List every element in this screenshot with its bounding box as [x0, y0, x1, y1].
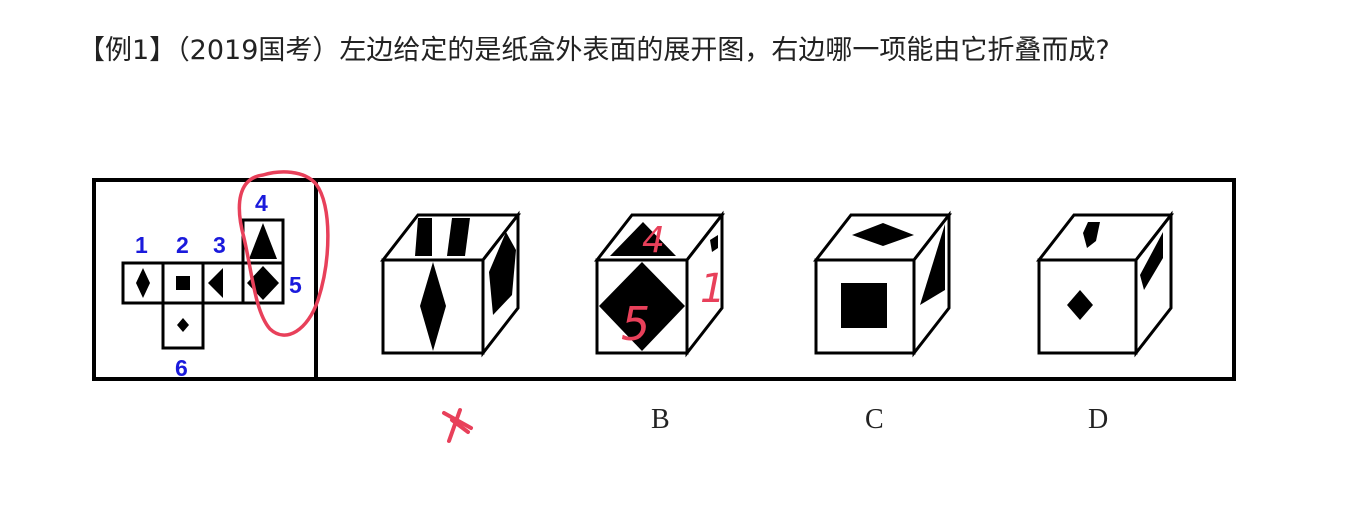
cube-b-right-sliver: [710, 235, 718, 252]
annotation-loop: [237, 170, 330, 337]
net-face-3-triangle: [208, 268, 223, 298]
face-number-2: 2: [176, 232, 189, 258]
cube-a-top-band: [447, 218, 470, 256]
net-face-1-diamond: [136, 268, 150, 298]
cube-a-front-diamond: [420, 262, 446, 351]
net-face-2-square: [176, 276, 190, 290]
net-face-6-diamond: [177, 318, 189, 332]
cube-d: [1035, 210, 1175, 358]
ink-mark-4: 4: [642, 220, 665, 261]
cube-a-top-triangle-left: [415, 218, 432, 256]
cube-a: [379, 210, 522, 358]
option-a-cross-mark: [442, 408, 473, 443]
cube-b-ink-marks: 4 1 5: [621, 220, 725, 351]
option-label-c[interactable]: C: [865, 404, 884, 435]
cube-a-right-shape: [489, 232, 516, 315]
option-label-b[interactable]: B: [651, 404, 670, 435]
cube-d-front-diamond: [1067, 290, 1093, 320]
cube-d-right-shape: [1140, 232, 1163, 290]
ink-mark-5: 5: [621, 297, 650, 351]
face-number-3: 3: [213, 232, 226, 258]
question-label: 【例1】: [78, 35, 177, 66]
face-number-1: 1: [135, 232, 148, 258]
question-body: 左边给定的是纸盒外表面的展开图，右边哪一项能由它折叠而成?: [339, 35, 1110, 66]
net-patterns: [136, 223, 279, 332]
option-label-d[interactable]: D: [1088, 404, 1109, 435]
cube-c: [812, 210, 953, 358]
face-number-4: 4: [255, 190, 268, 216]
cube-c-right-triangle: [920, 224, 945, 305]
ink-mark-1: 1: [700, 266, 725, 312]
question-text: 【例1】（2019国考）左边给定的是纸盒外表面的展开图，右边哪一项能由它折叠而成…: [22, 22, 1322, 80]
cube-b: [593, 210, 726, 358]
net-face-4-triangle: [249, 223, 277, 259]
figure-frame: [92, 178, 1236, 381]
cube-b-front-diamond: [599, 262, 685, 351]
question-source: （2019国考）: [176, 35, 340, 66]
net-face-2: [161, 261, 205, 305]
cube-d-top-shape: [1083, 222, 1100, 248]
cube-c-top-diamond: [852, 223, 914, 246]
face-number-6: 6: [175, 355, 188, 381]
cube-b-top-triangle: [610, 222, 676, 256]
cube-c-front-square: [841, 283, 887, 328]
face-numbers: 1 2 3 4 5 6: [135, 190, 302, 381]
face-number-5: 5: [289, 272, 302, 298]
